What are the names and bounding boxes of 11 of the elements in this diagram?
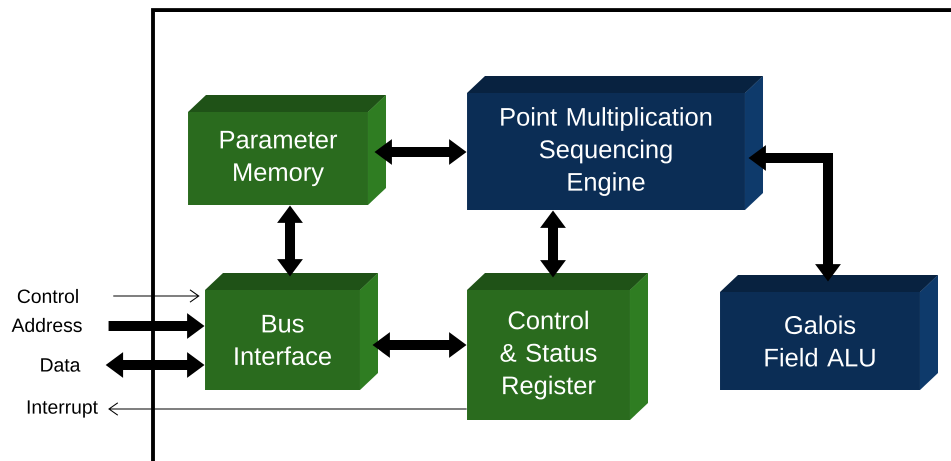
signal-label: Control: [18, 288, 78, 304]
block-drawing: Bus Interface: [205, 273, 378, 390]
block-drawing: Galois Field ALU: [720, 275, 938, 390]
block-drawing: Point Multiplication Sequencing Engine: [467, 76, 763, 210]
signal-label: Interrupt: [28, 400, 98, 418]
arrow: [108, 402, 467, 416]
signal-label: Data: [41, 358, 80, 372]
arrow: [113, 289, 200, 303]
block-drawing: Parameter Memory: [188, 95, 386, 205]
block-drawing: Control & Status Register: [467, 273, 648, 420]
signal-label: Address: [12, 318, 82, 332]
